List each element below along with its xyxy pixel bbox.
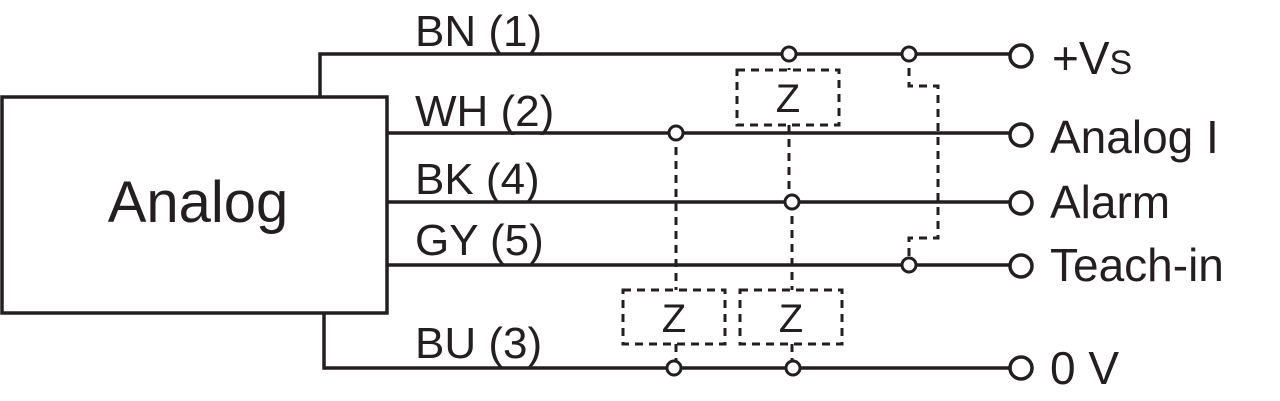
terminal-label-alarm: Alarm: [1050, 176, 1170, 228]
junction-node: [780, 45, 798, 63]
terminal-label-vs-main: +V: [1052, 32, 1110, 84]
wire-label-bu: BU (3): [415, 319, 542, 368]
dash-vs-to-teach: [907, 54, 940, 265]
load-lower-right: Z: [738, 288, 844, 346]
terminal-label-analog: Analog I: [1050, 111, 1219, 163]
terminal-labels: +VS Analog I Alarm Teach-in 0 V: [1050, 32, 1224, 394]
wire-bn: [318, 52, 1009, 97]
junction-node: [900, 256, 918, 274]
load-lower-right-box: [738, 288, 844, 346]
wire-labels: BN (1) WH (2) BK (4) GY (5) BU (3): [415, 7, 554, 368]
sensor-block: Analog: [0, 95, 389, 315]
load-lower-left-box: [621, 288, 727, 346]
wire-label-gy: GY (5): [415, 216, 544, 265]
wires: [318, 52, 1009, 370]
terminal-label-zero: 0 V: [1050, 342, 1119, 394]
wire-label-bn: BN (1): [415, 7, 542, 56]
junction-nodes: [665, 45, 918, 377]
terminal-vs: [1008, 43, 1034, 69]
junction-node: [665, 359, 683, 377]
terminal-teach: [1008, 253, 1034, 279]
sensor-label: Analog: [108, 170, 289, 235]
wire-label-bk: BK (4): [415, 155, 540, 204]
wire-bu: [322, 313, 1009, 370]
junction-node: [900, 45, 918, 63]
terminal-label-teach: Teach-in: [1050, 239, 1224, 291]
wire-label-wh: WH (2): [415, 87, 554, 136]
terminal-analog: [1008, 122, 1034, 148]
load-upper-label: Z: [776, 77, 800, 121]
sensor-box: [0, 95, 389, 315]
terminal-alarm: [1008, 190, 1034, 216]
load-upper: Z: [735, 68, 841, 127]
terminals: [1008, 43, 1034, 381]
load-lower-left: Z: [621, 288, 727, 346]
junction-node: [783, 193, 801, 211]
load-lower-left-label: Z: [662, 297, 686, 341]
terminal-label-vs-sub: S: [1110, 44, 1133, 82]
terminal-zero: [1008, 355, 1034, 381]
junction-node: [784, 359, 802, 377]
load-lower-right-label: Z: [779, 297, 803, 341]
junction-node: [667, 124, 685, 142]
terminal-label-vs: +VS: [1052, 32, 1132, 84]
load-upper-box: [735, 68, 841, 127]
